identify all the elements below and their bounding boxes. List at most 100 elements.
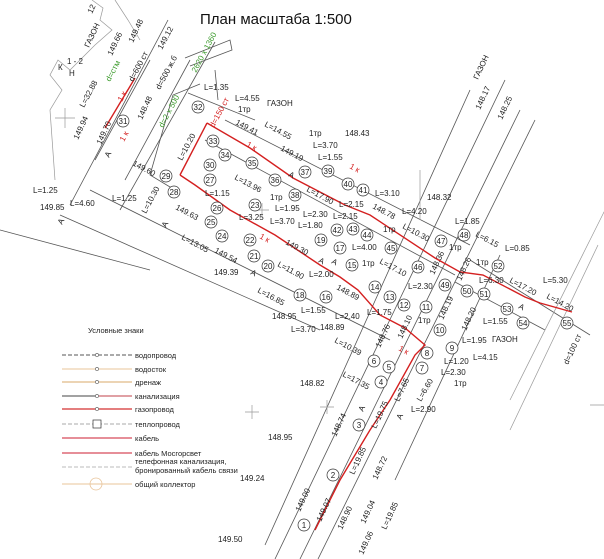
well-marker: 53 [500, 302, 514, 316]
segment-length: L=19.75 [370, 399, 391, 430]
segment-length: L=1.55 [318, 153, 343, 162]
elevation: 148.95 [272, 312, 297, 321]
well-number: 55 [563, 319, 572, 328]
elevation: 148.72 [371, 454, 390, 480]
segment-length: L=32.88 [78, 78, 100, 108]
legend-label: водопровод [135, 351, 177, 360]
segment-length: L=3.70 [313, 141, 338, 150]
well-marker: 33 [206, 134, 220, 148]
elevation: 149.30 [284, 238, 310, 258]
axis-mark: А [56, 216, 67, 226]
segment-length: L=10.30 [140, 184, 162, 214]
well-number: 45 [387, 244, 396, 253]
well-marker: 28 [167, 185, 181, 199]
segment-length: L=6.60 [415, 377, 435, 403]
well-circle [384, 241, 398, 255]
well-number: 20 [264, 262, 273, 271]
well-marker: 32 [191, 100, 205, 114]
elevation: 149.00 [294, 486, 313, 512]
pipe-diameter: d=100 ст [562, 332, 584, 365]
well-number: 8 [425, 349, 430, 358]
well-number: 50 [463, 287, 472, 296]
well-circle [245, 156, 259, 170]
legend-label: водосток [135, 365, 167, 374]
elevation: 149.07 [315, 496, 334, 522]
segment-length: L=3.10 [375, 189, 400, 198]
well-circle [167, 185, 181, 199]
well-circle [419, 300, 433, 314]
legend-label: кабель Мосгорсвет [135, 449, 202, 458]
k-top: 1 - 2 [67, 57, 84, 66]
segment-length: L=2.40 [335, 312, 360, 321]
elevation: 149.54 [213, 246, 239, 266]
well-marker: 19 [314, 233, 328, 247]
well-circle [203, 158, 217, 172]
well-number: 36 [271, 176, 280, 185]
elevation: 148.26 [455, 255, 474, 281]
well-circle [341, 177, 355, 191]
collector-size: 2620 x 1360 [190, 30, 219, 74]
legend-item: кабель [62, 434, 159, 443]
well-circle [330, 223, 344, 237]
well-circle [500, 302, 514, 316]
well-marker: 40 [341, 177, 355, 191]
well-circle [203, 173, 217, 187]
well-number: 32 [194, 103, 203, 112]
elevation: 148.89 [320, 323, 345, 332]
axis-mark: А [287, 170, 297, 181]
well-circle [247, 249, 261, 263]
segment-length: L=5.30 [543, 276, 568, 285]
segment-length: L=4.55 [235, 94, 260, 103]
segment-length: L=1.20 [444, 357, 469, 366]
well-number: 9 [450, 344, 455, 353]
segment-length: L=3.70 [270, 217, 295, 226]
well-circle [356, 183, 370, 197]
legend-label: теплопровод [135, 420, 181, 429]
well-circle [352, 418, 366, 432]
well-number: 16 [322, 293, 331, 302]
segment-length: L=6.30 [479, 276, 504, 285]
well-circle [314, 233, 328, 247]
legend-label: кабель [135, 434, 159, 443]
segment-length: L=6.15 [474, 230, 501, 250]
elevation: 148.48 [136, 94, 155, 120]
elevation: 148.20 [460, 305, 479, 331]
well-circle [243, 233, 257, 247]
well-circle [374, 375, 388, 389]
survey-crosses [55, 108, 604, 419]
well-circle [360, 228, 374, 242]
segment-length: L=4.20 [402, 207, 427, 216]
legend-label: общий коллектор [135, 480, 195, 489]
well-number: 52 [494, 262, 503, 271]
well-marker: 47 [434, 234, 448, 248]
elevation: 148.76 [374, 322, 393, 348]
well-marker: 37 [298, 165, 312, 179]
segment-length: L=13.05 [180, 233, 210, 255]
well-number: 43 [349, 225, 358, 234]
segment-length: L=4.60 [70, 199, 95, 208]
legend-label: канализация [135, 392, 180, 401]
well-circle [319, 290, 333, 304]
well-number: 46 [414, 263, 423, 272]
well-marker: 36 [268, 173, 282, 187]
well-marker: 23 [248, 198, 262, 212]
cable-routes [104, 77, 573, 531]
well-marker: 35 [245, 156, 259, 170]
well-marker: 26 [210, 201, 224, 215]
well-circle [411, 260, 425, 274]
well-number: 53 [503, 305, 512, 314]
tube-count: 1тр [383, 225, 396, 234]
segment-length: L=1.55 [301, 306, 326, 315]
legend-node-icon [95, 367, 99, 371]
segment-length: L=1.95 [275, 204, 300, 213]
cable-mark: 1 к [116, 89, 129, 103]
axis-mark: А [317, 256, 327, 267]
cable-mark: 1 к [245, 140, 259, 153]
segment-length: L=3.70 [291, 325, 316, 334]
well-marker: 42 [330, 223, 344, 237]
axis-mark: А [330, 257, 340, 268]
segment-length: L=13.96 [233, 173, 263, 195]
well-circle [204, 215, 218, 229]
well-circle [297, 518, 311, 532]
